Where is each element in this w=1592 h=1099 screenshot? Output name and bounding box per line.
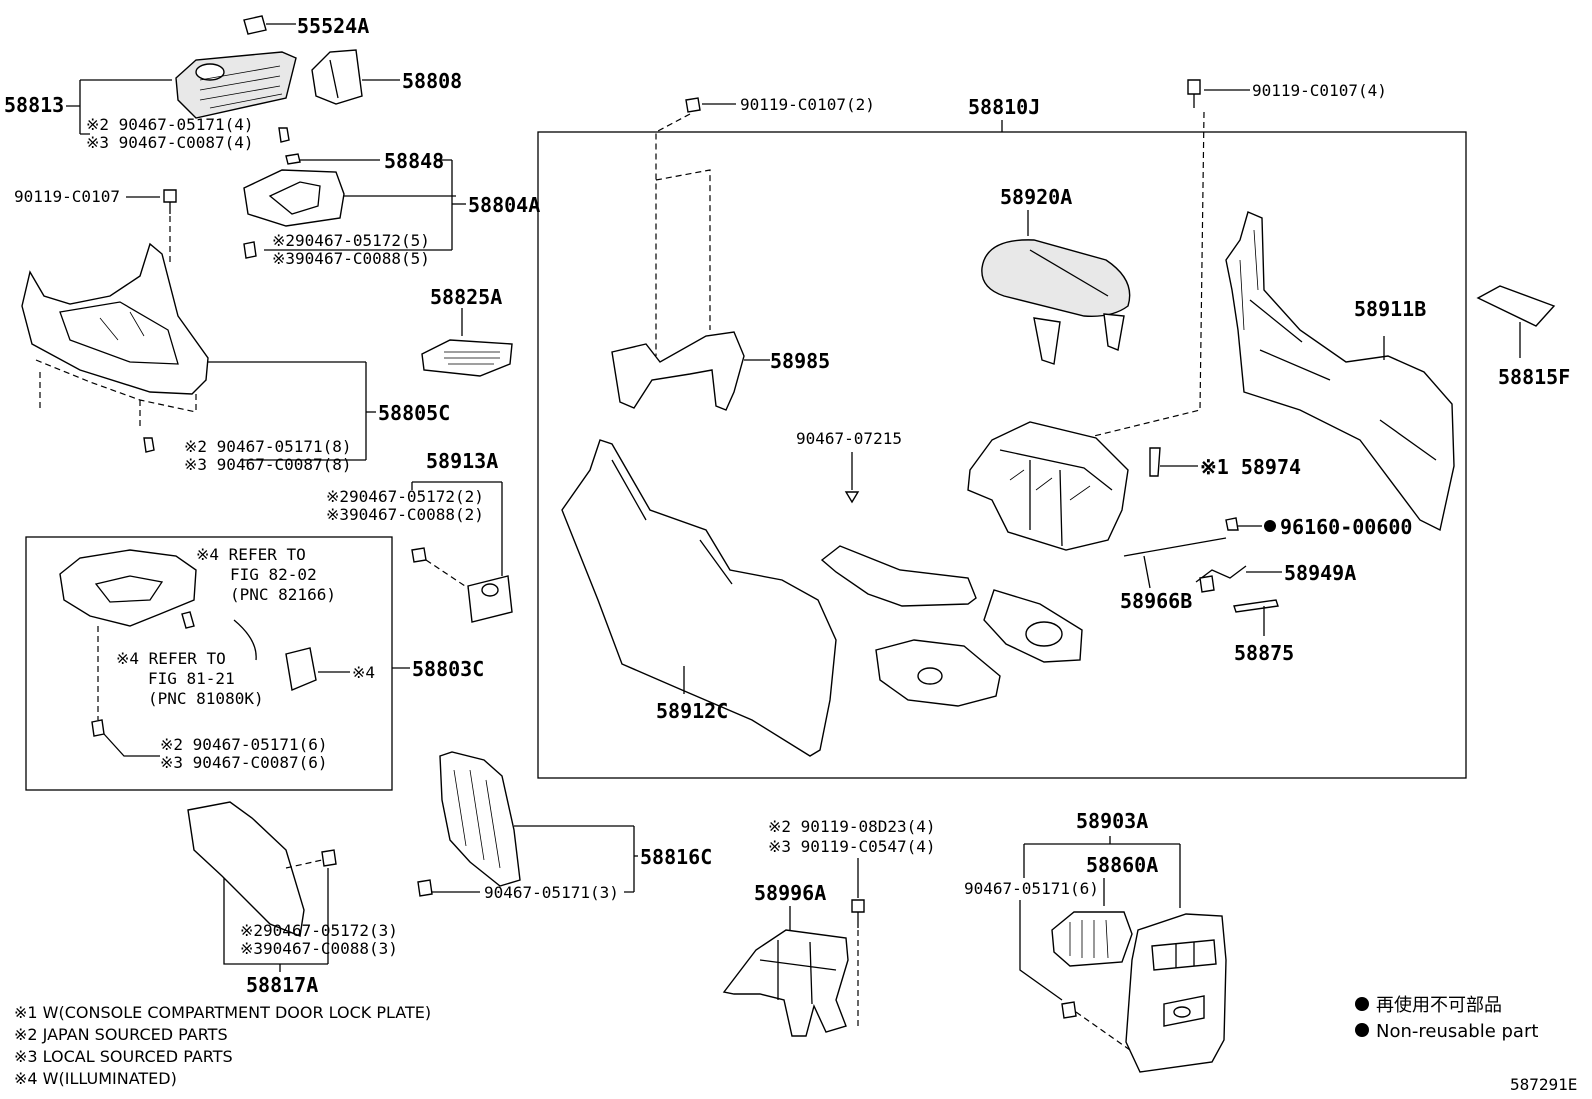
callout-58913-local: ※390467-C0088(2) <box>326 505 484 524</box>
part-55524A-drawing <box>243 15 296 35</box>
ref-81-21-line1: ※4 REFER TO <box>116 649 226 668</box>
part-58912C-drawing <box>561 439 837 757</box>
part-label-58805C: 58805C <box>378 401 450 425</box>
note-1: ※1 W(CONSOLE COMPARTMENT DOOR LOCK PLATE… <box>14 1003 431 1022</box>
part-label-58913A: 58913A <box>426 449 498 473</box>
ref-82-02-line2: FIG 82-02 <box>230 565 317 584</box>
ref-81-21-line3: (PNC 81080K) <box>148 689 264 708</box>
part-58949A-drawing <box>1195 565 1247 593</box>
part-label-58803C: 58803C <box>412 657 484 681</box>
part-label-58911B: 58911B <box>1354 297 1426 321</box>
part-58817A-drawing <box>187 801 337 937</box>
callout-58996-jp: ※2 90119-08D23(4) <box>768 817 936 836</box>
part-label-58825A: 58825A <box>430 285 502 309</box>
part-label-58816C: 58816C <box>640 845 712 869</box>
part-label-58875: 58875 <box>1234 641 1294 665</box>
ref-82-02-line1: ※4 REFER TO <box>196 545 306 564</box>
part-58816C-drawing <box>417 751 521 897</box>
part-58848-drawing <box>285 153 301 165</box>
callout-58903: 90467-05171(6) <box>964 879 1099 898</box>
clip-90467-07215-drawing <box>844 491 860 504</box>
part-label-58817A: 58817A <box>246 973 318 997</box>
part-58803C-drawing <box>59 549 317 691</box>
bolt-left-drawing <box>163 189 177 214</box>
callout-58913-jp: ※290467-05172(2) <box>326 487 484 506</box>
part-58815F-drawing <box>1476 285 1556 327</box>
assembly-frame-58803C <box>25 536 393 791</box>
part-58808-drawing <box>311 49 363 105</box>
callout-58813-local: ※3 90467-C0087(4) <box>86 133 254 152</box>
part-58875-drawing <box>1233 599 1279 613</box>
part-label-58966B: 58966B <box>1120 589 1192 613</box>
group-label-58810J: 58810J <box>968 95 1040 119</box>
legend-bullet-ja <box>1355 997 1369 1011</box>
part-label-58985: 58985 <box>770 349 830 373</box>
non-reusable-marker <box>1264 520 1276 532</box>
callout-58803-jp: ※2 90467-05171(6) <box>160 735 328 754</box>
part-58804A-drawing <box>243 169 345 259</box>
part-96160-00600-drawing <box>1225 517 1239 531</box>
legend-bullet-en <box>1355 1023 1369 1037</box>
callout-58804-local: ※390467-C0088(5) <box>272 249 430 268</box>
legend-non-reusable-en: Non-reusable part <box>1376 1021 1538 1042</box>
note-4: ※4 W(ILLUMINATED) <box>14 1069 177 1088</box>
part-label-58996A: 58996A <box>754 881 826 905</box>
callout-58813-jp: ※2 90467-05171(4) <box>86 115 254 134</box>
part-label-58808: 58808 <box>402 69 462 93</box>
callout-58816: 90467-05171(3) <box>484 883 619 902</box>
part-label-58815F: 58815F <box>1498 365 1570 389</box>
bolt-top-mid-drawing <box>685 97 701 113</box>
part-label-58860A: 58860A <box>1086 853 1158 877</box>
part-label-58974: ※1 58974 <box>1200 455 1301 479</box>
bolt-label-top-mid: 90119-C0107(2) <box>740 95 875 114</box>
part-58966B-drawing <box>1123 537 1227 557</box>
callout-58804-jp: ※290467-05172(5) <box>272 231 430 250</box>
part-ducts-drawing <box>820 545 1083 707</box>
callout-58805-local: ※3 90467-C0087(8) <box>184 455 352 474</box>
bolt-label-left: 90119-C0107 <box>14 187 120 206</box>
callout-58805-jp: ※2 90467-05171(8) <box>184 437 352 456</box>
part-58974-drawing <box>1149 447 1161 477</box>
part-58805C-drawing <box>21 242 209 395</box>
part-label-58804A: 58804A <box>468 193 540 217</box>
ref-82-02-line3: (PNC 82166) <box>230 585 336 604</box>
bolt-label-top-right: 90119-C0107(4) <box>1252 81 1387 100</box>
callout-58817-jp: ※290467-05172(3) <box>240 921 398 940</box>
part-58813-drawing <box>175 51 297 143</box>
part-58996A-drawing <box>722 929 849 1037</box>
part-label-58903A: 58903A <box>1076 809 1148 833</box>
part-58825A-drawing <box>421 339 513 377</box>
note-3: ※3 LOCAL SOURCED PARTS <box>14 1047 233 1066</box>
bolt-58996-drawing <box>851 899 865 928</box>
part-label-96160-00600: 96160-00600 <box>1280 515 1412 539</box>
legend-non-reusable-ja: 再使用不可部品 <box>1376 995 1502 1016</box>
part-label-55524A: 55524A <box>297 14 369 38</box>
note-2: ※2 JAPAN SOURCED PARTS <box>14 1025 228 1044</box>
callout-58996-local: ※3 90119-C0547(4) <box>768 837 936 856</box>
part-58913A-drawing <box>467 575 513 623</box>
part-compartment-box-drawing <box>967 421 1129 551</box>
part-label-58813: 58813 <box>4 93 64 117</box>
ref-81-21-line2: FIG 81-21 <box>148 669 235 688</box>
part-58903A-drawing <box>1125 913 1227 1073</box>
part-58860A-drawing <box>1051 911 1133 967</box>
part-58985-drawing <box>611 331 745 411</box>
part-label-58949A: 58949A <box>1284 561 1356 585</box>
part-label-58920A: 58920A <box>1000 185 1072 209</box>
clip-label-90467-07215: 90467-07215 <box>796 429 902 448</box>
bolt-top-right-drawing <box>1187 79 1201 108</box>
mark-illuminated: ※4 <box>352 663 375 682</box>
callout-58803-local: ※3 90467-C0087(6) <box>160 753 328 772</box>
part-label-58848: 58848 <box>384 149 444 173</box>
part-58911B-drawing <box>1225 211 1455 532</box>
part-label-58912C: 58912C <box>656 699 728 723</box>
part-58920A-drawing <box>981 239 1131 365</box>
diagram-code: 587291E <box>1510 1075 1577 1094</box>
callout-58817-local: ※390467-C0088(3) <box>240 939 398 958</box>
